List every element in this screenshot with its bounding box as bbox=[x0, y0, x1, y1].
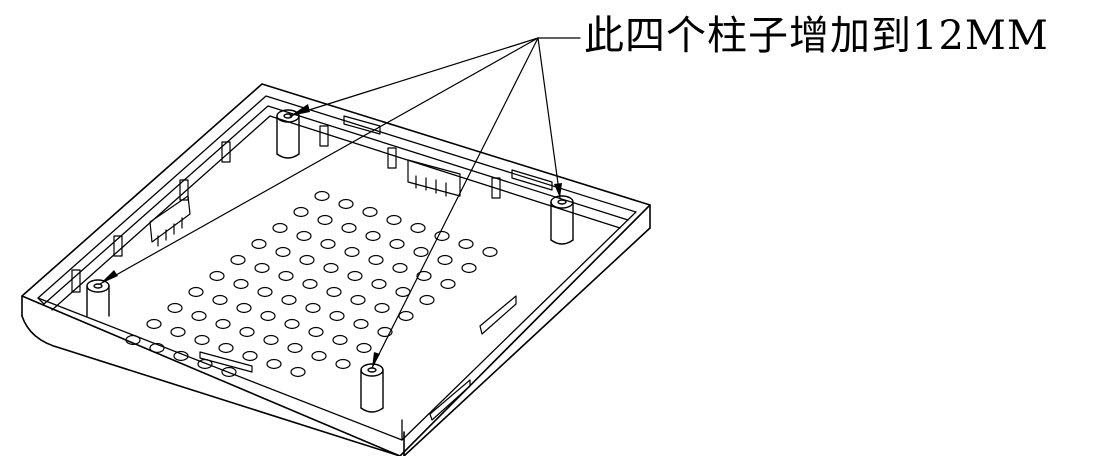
vent-hole bbox=[344, 246, 360, 258]
vent-hole bbox=[440, 278, 456, 290]
vent-hole bbox=[320, 238, 336, 250]
vent-hole bbox=[416, 270, 432, 282]
vent-hole bbox=[278, 270, 294, 282]
vent-hole bbox=[257, 286, 273, 298]
standoff-top-right bbox=[550, 195, 574, 245]
vent-hole bbox=[242, 350, 258, 362]
vent-hole bbox=[254, 262, 270, 274]
vent-hole bbox=[236, 302, 252, 314]
vent-hole bbox=[194, 334, 210, 346]
vent-hole bbox=[218, 342, 234, 354]
vent-hole bbox=[341, 222, 357, 234]
vent-hole bbox=[287, 342, 303, 354]
vent-hole bbox=[209, 270, 225, 282]
vent-hole bbox=[290, 366, 306, 378]
vent-hole bbox=[305, 302, 321, 314]
vent-hole bbox=[251, 238, 267, 250]
vent-hole bbox=[188, 286, 204, 298]
standoff-bottom-center bbox=[360, 363, 384, 413]
vent-hole bbox=[311, 350, 327, 362]
vent-hole bbox=[350, 294, 366, 306]
vent-hole bbox=[368, 254, 384, 266]
vent-hole bbox=[212, 294, 228, 306]
vent-hole bbox=[230, 254, 246, 266]
vent-hole bbox=[275, 246, 291, 258]
vent-hole bbox=[371, 278, 387, 290]
vent-hole bbox=[461, 262, 477, 274]
standoff-height-note: 此四个柱子增加到12MM bbox=[584, 13, 1049, 59]
left-connector-comb bbox=[149, 195, 191, 247]
vent-hole bbox=[353, 318, 369, 330]
vent-hole bbox=[434, 230, 450, 242]
vent-hole bbox=[221, 366, 237, 378]
vent-hole bbox=[398, 310, 414, 322]
vent-hole bbox=[377, 326, 393, 338]
vent-hole bbox=[167, 302, 183, 314]
vent-hole bbox=[239, 326, 255, 338]
vent-hole bbox=[296, 230, 312, 242]
vent-hole bbox=[281, 294, 297, 306]
vent-hole bbox=[356, 342, 372, 354]
vent-hole bbox=[332, 334, 348, 346]
vent-hole bbox=[392, 262, 408, 274]
vent-hole-grid bbox=[125, 190, 498, 378]
vent-hole bbox=[173, 350, 189, 362]
right-connector-comb bbox=[407, 159, 461, 197]
vent-hole bbox=[302, 278, 318, 290]
vent-hole bbox=[197, 358, 213, 370]
vent-hole bbox=[323, 262, 339, 274]
vent-hole bbox=[284, 318, 300, 330]
wall-ribs bbox=[71, 115, 553, 293]
vent-hole bbox=[410, 222, 426, 234]
vent-hole bbox=[317, 214, 333, 226]
vent-hole bbox=[389, 238, 405, 250]
vent-hole bbox=[191, 310, 207, 322]
vent-hole bbox=[338, 198, 354, 210]
vent-hole bbox=[437, 254, 453, 266]
standoff-bottom-left bbox=[86, 279, 110, 317]
vent-hole bbox=[458, 238, 474, 250]
vent-hole bbox=[329, 310, 345, 322]
leader-lines bbox=[99, 37, 581, 369]
vent-hole bbox=[308, 326, 324, 338]
vent-hole bbox=[215, 318, 231, 330]
vent-hole bbox=[233, 278, 249, 290]
vent-hole bbox=[365, 230, 381, 242]
vent-hole bbox=[263, 334, 279, 346]
enclosure-inner-wall bbox=[37, 95, 637, 441]
vent-hole bbox=[326, 286, 342, 298]
leader-arrowheads bbox=[100, 104, 562, 368]
vent-hole bbox=[482, 246, 498, 258]
vent-hole bbox=[335, 358, 351, 370]
vent-hole bbox=[146, 318, 162, 330]
vent-hole bbox=[347, 270, 363, 282]
vent-hole bbox=[386, 214, 402, 226]
vent-hole bbox=[266, 358, 282, 370]
vent-hole bbox=[170, 326, 186, 338]
enclosure-outer-shell bbox=[21, 83, 651, 456]
vent-hole bbox=[362, 206, 378, 218]
vent-hole bbox=[395, 286, 411, 298]
standoff-top-left bbox=[276, 109, 300, 159]
vent-hole bbox=[149, 342, 165, 354]
vent-hole bbox=[293, 206, 309, 218]
vent-hole bbox=[125, 334, 141, 346]
vent-hole bbox=[260, 310, 276, 322]
vent-hole bbox=[299, 254, 315, 266]
vent-hole bbox=[413, 246, 429, 258]
vent-hole bbox=[419, 294, 435, 306]
vent-hole bbox=[374, 302, 390, 314]
vent-hole bbox=[314, 190, 330, 202]
bottom-tab bbox=[199, 295, 517, 421]
vent-hole bbox=[272, 222, 288, 234]
